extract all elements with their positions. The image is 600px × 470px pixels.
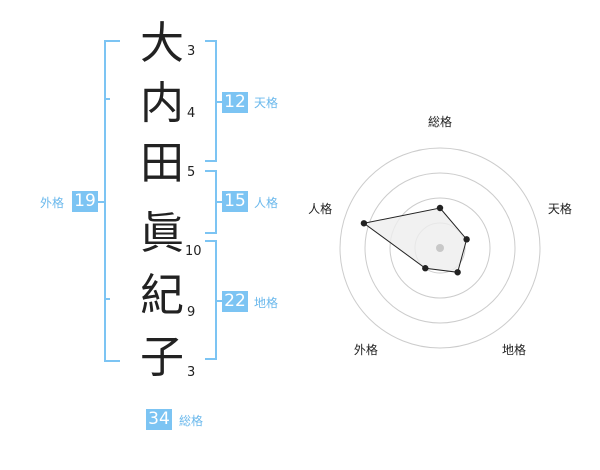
radar-polygon [362, 207, 468, 273]
name-character-5: 紀 [140, 270, 184, 321]
gaikaku-bracket-tick-1 [104, 98, 110, 100]
radar-point-5 [360, 220, 368, 227]
name-character-2: 内 [140, 78, 184, 129]
radar-axis-label-5: 人格 [308, 201, 332, 216]
radar-ring [389, 197, 491, 299]
tenkaku-label: 天格 [254, 96, 279, 110]
gaikaku-bracket [104, 40, 120, 362]
stroke-count-4: 10 [185, 244, 202, 259]
radar-axis-label-3: 地格 [502, 342, 526, 357]
name-character-6: 子 [140, 332, 184, 383]
jinkaku-value-badge: 15 [222, 191, 248, 212]
radar-point-2 [463, 236, 470, 243]
stroke-count-2: 4 [187, 106, 196, 121]
soukaku-label: 総格 [179, 414, 204, 428]
name-character-4: 眞 [140, 208, 184, 259]
tenkaku-value-badge: 12 [222, 92, 248, 113]
jinkaku-connector [216, 201, 222, 203]
stroke-count-3: 5 [187, 165, 196, 180]
chikaku-label: 地格 [254, 296, 279, 310]
stroke-count-5: 9 [187, 305, 196, 320]
radar-point-3 [454, 269, 461, 276]
jinkaku-label: 人格 [254, 196, 279, 210]
radar-ring [364, 172, 516, 324]
gaikaku-label: 外格 [40, 196, 65, 210]
radar-center-dot [436, 244, 444, 252]
radar-point-1 [436, 204, 444, 212]
radar-axis-label-2: 天格 [548, 201, 572, 216]
name-character-3: 田 [140, 138, 184, 189]
stroke-count-6: 3 [187, 365, 196, 380]
chikaku-value-badge: 22 [222, 291, 248, 312]
radar-point-4 [422, 265, 429, 272]
name-character-1: 大 [140, 18, 184, 69]
tenkaku-connector [216, 101, 222, 103]
radar-axis-label-1: 総格 [428, 114, 452, 129]
gaikaku-bracket-tick-2 [104, 298, 110, 300]
gaikaku-value-badge: 19 [72, 191, 98, 212]
gaikaku-connector [98, 201, 104, 203]
soukaku-value-badge: 34 [146, 409, 172, 430]
stroke-count-1: 3 [187, 44, 196, 59]
chikaku-connector [216, 300, 222, 302]
radar-axis-label-4: 外格 [354, 342, 378, 357]
radar-ring [339, 147, 541, 349]
